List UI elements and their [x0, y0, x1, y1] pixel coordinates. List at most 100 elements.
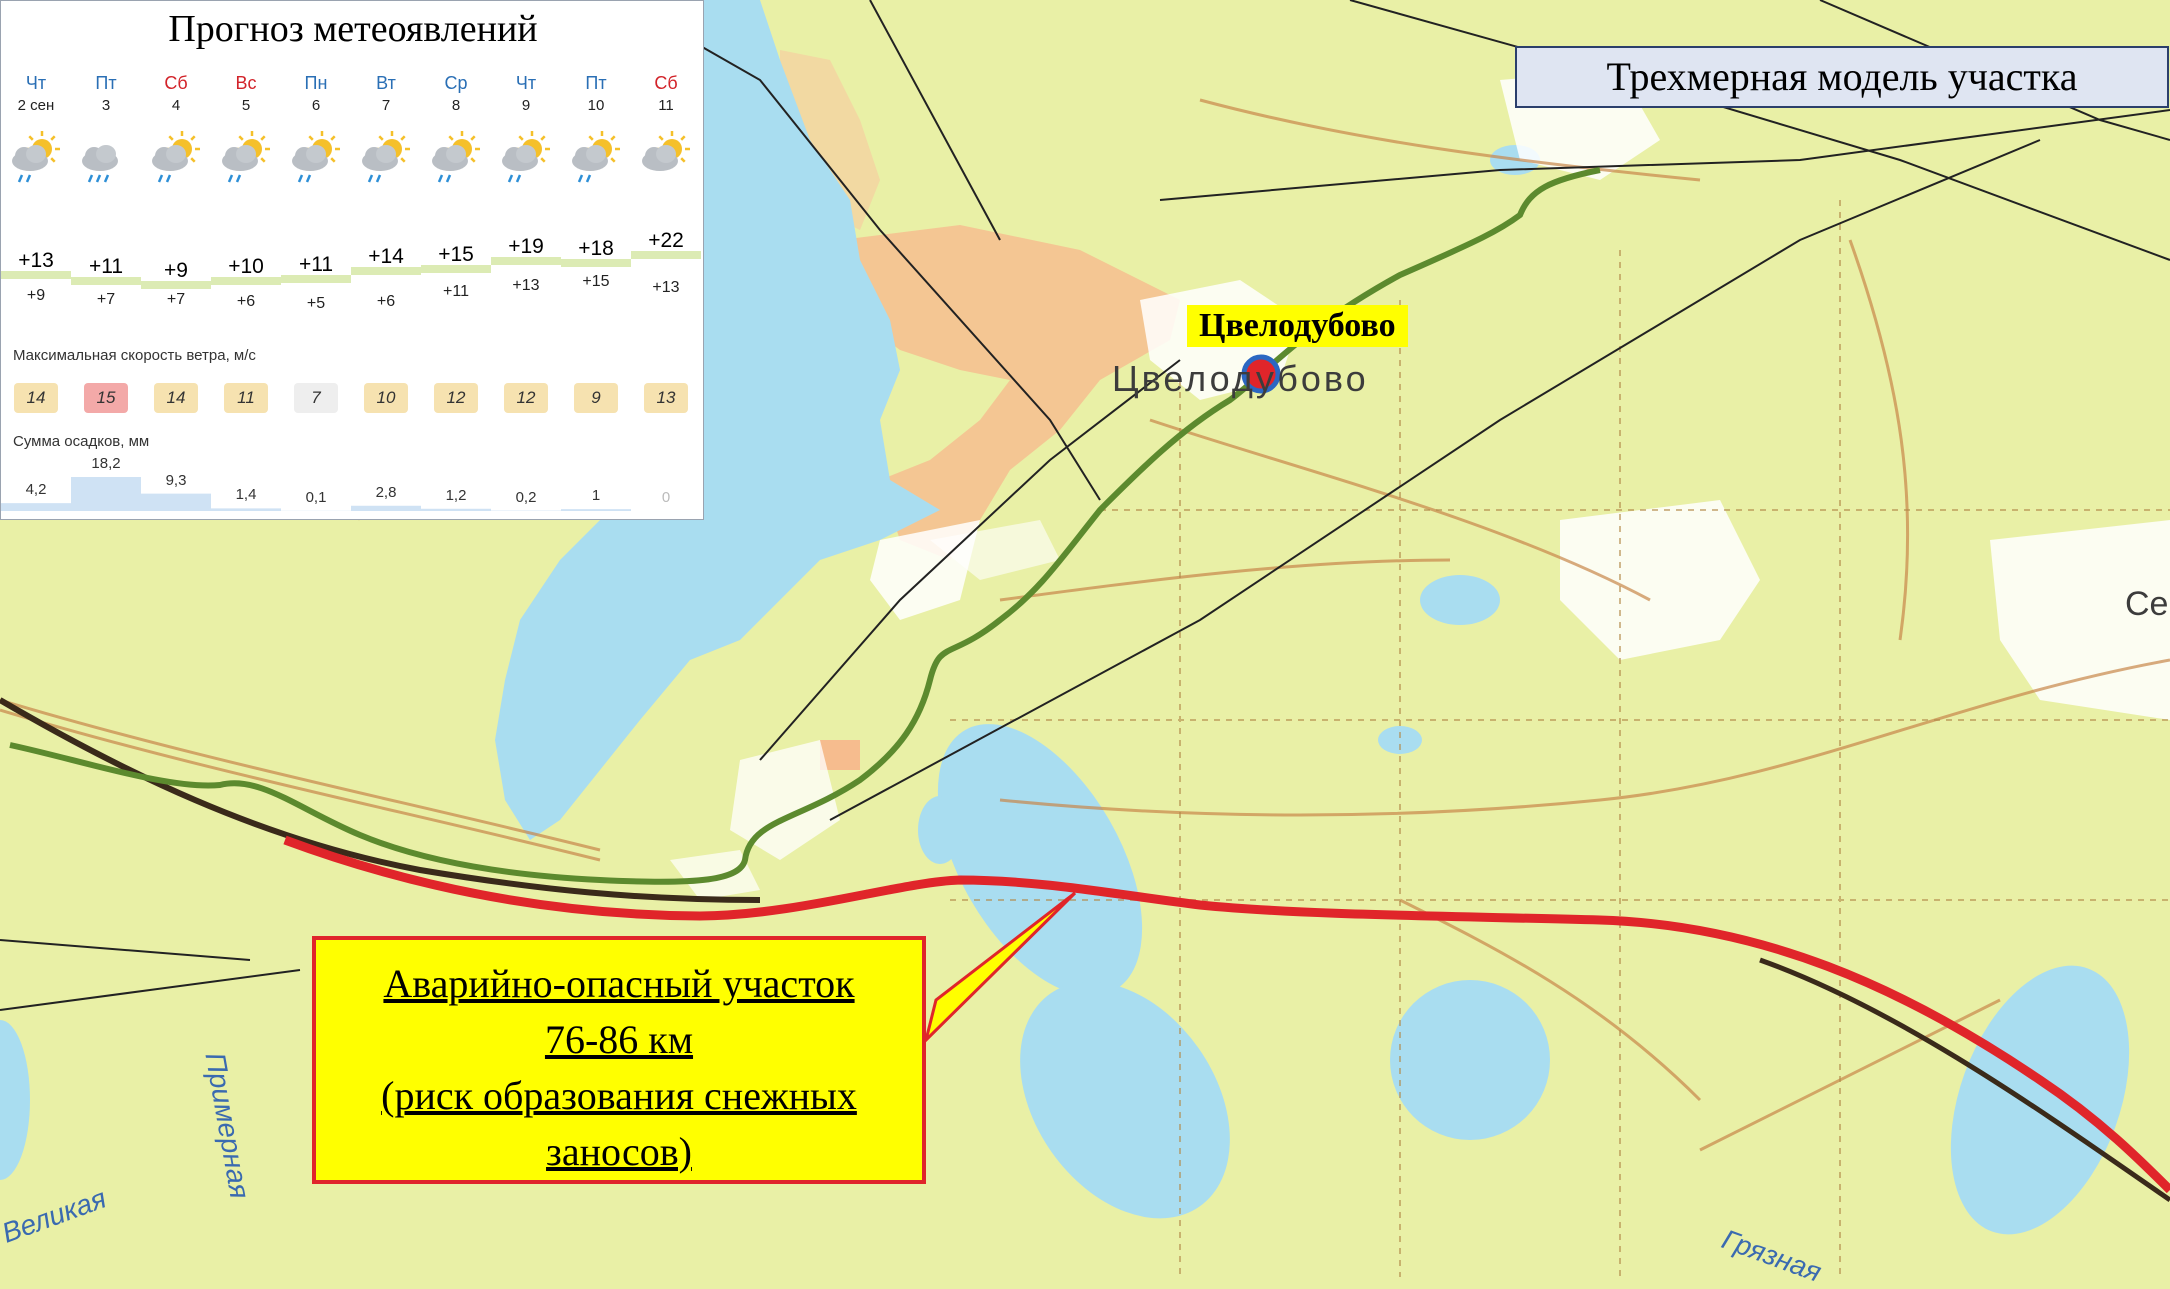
temp-low: +11 — [421, 283, 491, 301]
pond — [1390, 980, 1550, 1140]
danger-line: Аварийно-опасный участок — [316, 956, 922, 1012]
danger-line: (риск образования снежных — [316, 1068, 922, 1124]
day-of-week: Пн — [281, 73, 351, 94]
pond — [1420, 575, 1500, 625]
model-label-button[interactable]: Трехмерная модель участка — [1515, 46, 2169, 108]
precip-amount: 2,8 — [351, 484, 421, 501]
pond — [918, 796, 962, 864]
partly-cloudy-rain-icon — [496, 129, 556, 189]
precip-amount: 4,2 — [1, 481, 71, 498]
day-of-week: Чт — [491, 73, 561, 94]
precip-bar — [71, 477, 141, 511]
forecast-day: Вс 5 — [211, 73, 281, 114]
day-of-week: Вс — [211, 73, 281, 94]
forecast-day: Ср 8 — [421, 73, 491, 114]
day-date: 8 — [421, 97, 491, 114]
temp-high: +22 — [631, 229, 701, 253]
precip-bar — [561, 509, 631, 511]
danger-line: 76-86 км — [316, 1012, 922, 1068]
precip-amount: 18,2 — [71, 455, 141, 472]
forecast-day: Сб 11 — [631, 73, 701, 114]
pond — [1045, 845, 1075, 865]
temp-high: +13 — [1, 249, 71, 273]
partly-cloudy-rain-icon — [356, 129, 416, 189]
temp-low: +7 — [141, 291, 211, 309]
temp-high: +10 — [211, 255, 281, 279]
wind-speed: 14 — [154, 383, 198, 413]
wind-speed: 7 — [294, 383, 338, 413]
partly-cloudy-rain-icon — [566, 129, 626, 189]
day-of-week: Чт — [1, 73, 71, 94]
wind-speed: 15 — [84, 383, 128, 413]
temp-high: +15 — [421, 243, 491, 267]
day-of-week: Ср — [421, 73, 491, 94]
wind-speed: 10 — [364, 383, 408, 413]
forecast-day: Пт 3 — [71, 73, 141, 114]
precip-amount: 1 — [561, 487, 631, 504]
precip-section-label: Сумма осадков, мм — [13, 433, 149, 450]
precip-amount: 0,1 — [281, 489, 351, 506]
temp-high: +19 — [491, 235, 561, 259]
day-date: 4 — [141, 97, 211, 114]
day-date: 3 — [71, 97, 141, 114]
day-of-week: Пт — [561, 73, 631, 94]
precip-bar — [1, 503, 71, 511]
day-of-week: Сб — [141, 73, 211, 94]
partly-cloudy-rain-icon — [6, 129, 66, 189]
temp-high: +9 — [141, 259, 211, 283]
town-map-text: Цвелодубово — [1112, 358, 1369, 400]
precip-bar — [351, 506, 421, 511]
partly-cloudy-icon — [636, 129, 696, 189]
edge-map-label: Се — [2125, 585, 2168, 624]
forecast-day: Чт 2 сен — [1, 73, 71, 114]
precip-bar — [211, 508, 281, 511]
precip-amount: 1,2 — [421, 487, 491, 504]
temp-low: +6 — [211, 293, 281, 311]
wind-speed: 13 — [644, 383, 688, 413]
forecast-day: Чт 9 — [491, 73, 561, 114]
temp-high: +11 — [71, 255, 141, 279]
wind-speed: 12 — [434, 383, 478, 413]
day-date: 7 — [351, 97, 421, 114]
partly-cloudy-rain-icon — [216, 129, 276, 189]
day-date: 9 — [491, 97, 561, 114]
temp-low: +13 — [631, 279, 701, 297]
precip-amount: 0 — [631, 489, 701, 506]
temp-low: +15 — [561, 273, 631, 291]
wind-speed: 9 — [574, 383, 618, 413]
wind-section-label: Максимальная скорость ветра, м/с — [13, 347, 256, 364]
day-date: 6 — [281, 97, 351, 114]
forecast-day: Вт 7 — [351, 73, 421, 114]
danger-line: заносов) — [316, 1124, 922, 1180]
precip-bar — [141, 494, 211, 511]
wind-speed: 12 — [504, 383, 548, 413]
partly-cloudy-rain-icon — [426, 129, 486, 189]
town-label: Цвелодубово — [1187, 305, 1408, 347]
precip-amount: 9,3 — [141, 472, 211, 489]
day-of-week: Вт — [351, 73, 421, 94]
temp-low: +9 — [1, 287, 71, 305]
cloudy-heavy-rain-icon — [76, 129, 136, 189]
precip-amount: 1,4 — [211, 486, 281, 503]
temp-low: +13 — [491, 277, 561, 295]
forecast-day: Пн 6 — [281, 73, 351, 114]
temp-high: +11 — [281, 253, 351, 277]
day-date: 5 — [211, 97, 281, 114]
forecast-day: Пт 10 — [561, 73, 631, 114]
temp-high: +18 — [561, 237, 631, 261]
temp-low: +6 — [351, 293, 421, 311]
temp-high: +14 — [351, 245, 421, 269]
day-date: 11 — [631, 97, 701, 114]
precip-bar — [421, 509, 491, 511]
day-date: 2 сен — [1, 97, 71, 114]
wind-speed: 11 — [224, 383, 268, 413]
danger-callout: Аварийно-опасный участок 76-86 км (риск … — [312, 936, 926, 1184]
day-of-week: Пт — [71, 73, 141, 94]
day-date: 10 — [561, 97, 631, 114]
temp-low: +5 — [281, 295, 351, 313]
forecast-day: Сб 4 — [141, 73, 211, 114]
day-of-week: Сб — [631, 73, 701, 94]
partly-cloudy-rain-icon — [286, 129, 346, 189]
